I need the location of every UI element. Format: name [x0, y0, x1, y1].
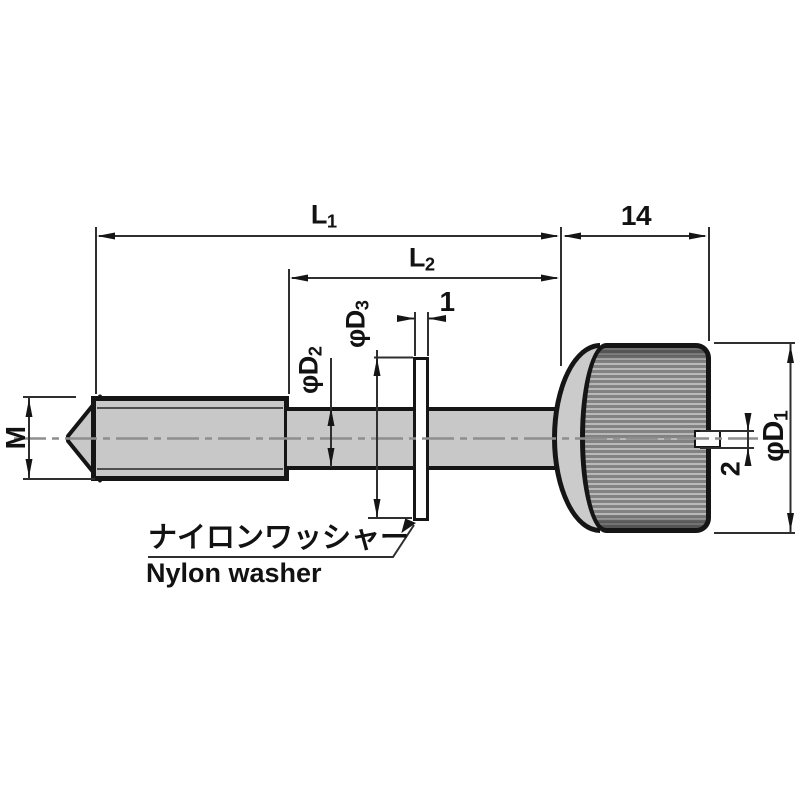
- dimension-L2: [290, 274, 559, 282]
- label-thread-size: M: [0, 426, 31, 450]
- label-head-width: 14: [620, 200, 652, 231]
- label-slot-width: 2: [715, 461, 746, 477]
- dimension-slot-width: [744, 413, 752, 466]
- dimension-shank-dia: [327, 358, 335, 467]
- label-shank-dia: φD2: [293, 345, 326, 395]
- washer-callout-english: Nylon washer: [146, 558, 322, 588]
- dimension-head-width: [563, 232, 707, 240]
- washer-callout-japanese: ナイロンワッシャー: [148, 522, 410, 554]
- label-L1: L1: [310, 199, 338, 232]
- dimension-washer-thickness: [397, 315, 446, 322]
- label-washer-thickness: 1: [439, 286, 455, 317]
- label-washer-dia: φD3: [340, 299, 373, 349]
- label-head-dia: φD1: [757, 410, 793, 462]
- dimension-L1: [97, 232, 559, 240]
- dimension-washer-dia: [373, 350, 381, 518]
- dimension-head-dia: [787, 344, 794, 532]
- label-L2: L2: [408, 242, 436, 275]
- thread-root-line-bottom: [97, 468, 283, 470]
- thread-root-line-top: [97, 407, 283, 409]
- washer-callout-leader: [148, 518, 416, 558]
- extension-lines: [23, 227, 795, 534]
- dimension-thread-size: [25, 397, 33, 479]
